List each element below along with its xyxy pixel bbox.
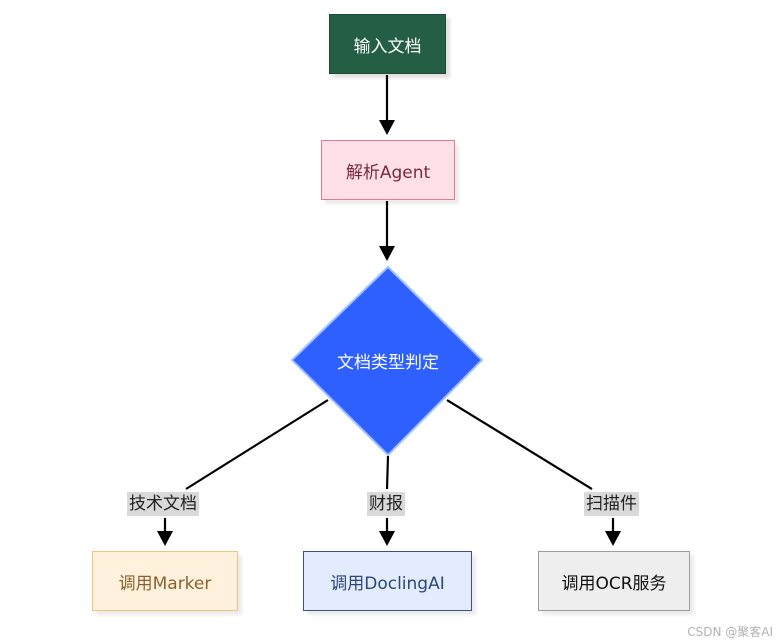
input-document-node: 输入文档 [329,14,446,74]
marker-node: 调用Marker [92,551,238,611]
edge-decision-to-marker [185,399,329,490]
arrowhead-to-ocr [605,531,621,546]
edge-label-financial-report: 财报 [367,492,405,516]
ocr-node: 调用OCR服务 [538,551,690,611]
decision-diamond [290,265,484,457]
csdn-watermark: CSDN @聚客AI [687,625,773,639]
edge-decision-to-docling [385,455,390,490]
edge-label-tech-doc: 技术文档 [127,492,199,516]
parse-agent-node: 解析Agent [321,140,455,200]
arrowhead-agent-to-decision [379,246,395,261]
docling-node: 调用DoclingAI [303,551,472,611]
arrowhead-to-marker [157,531,173,546]
edge-decision-to-ocr [446,399,593,490]
decision-label: 文档类型判定 [337,352,439,373]
arrowhead-input-to-agent [379,120,395,135]
edge-label-scanned-doc: 扫描件 [584,492,639,516]
arrowhead-to-docling [379,531,395,546]
